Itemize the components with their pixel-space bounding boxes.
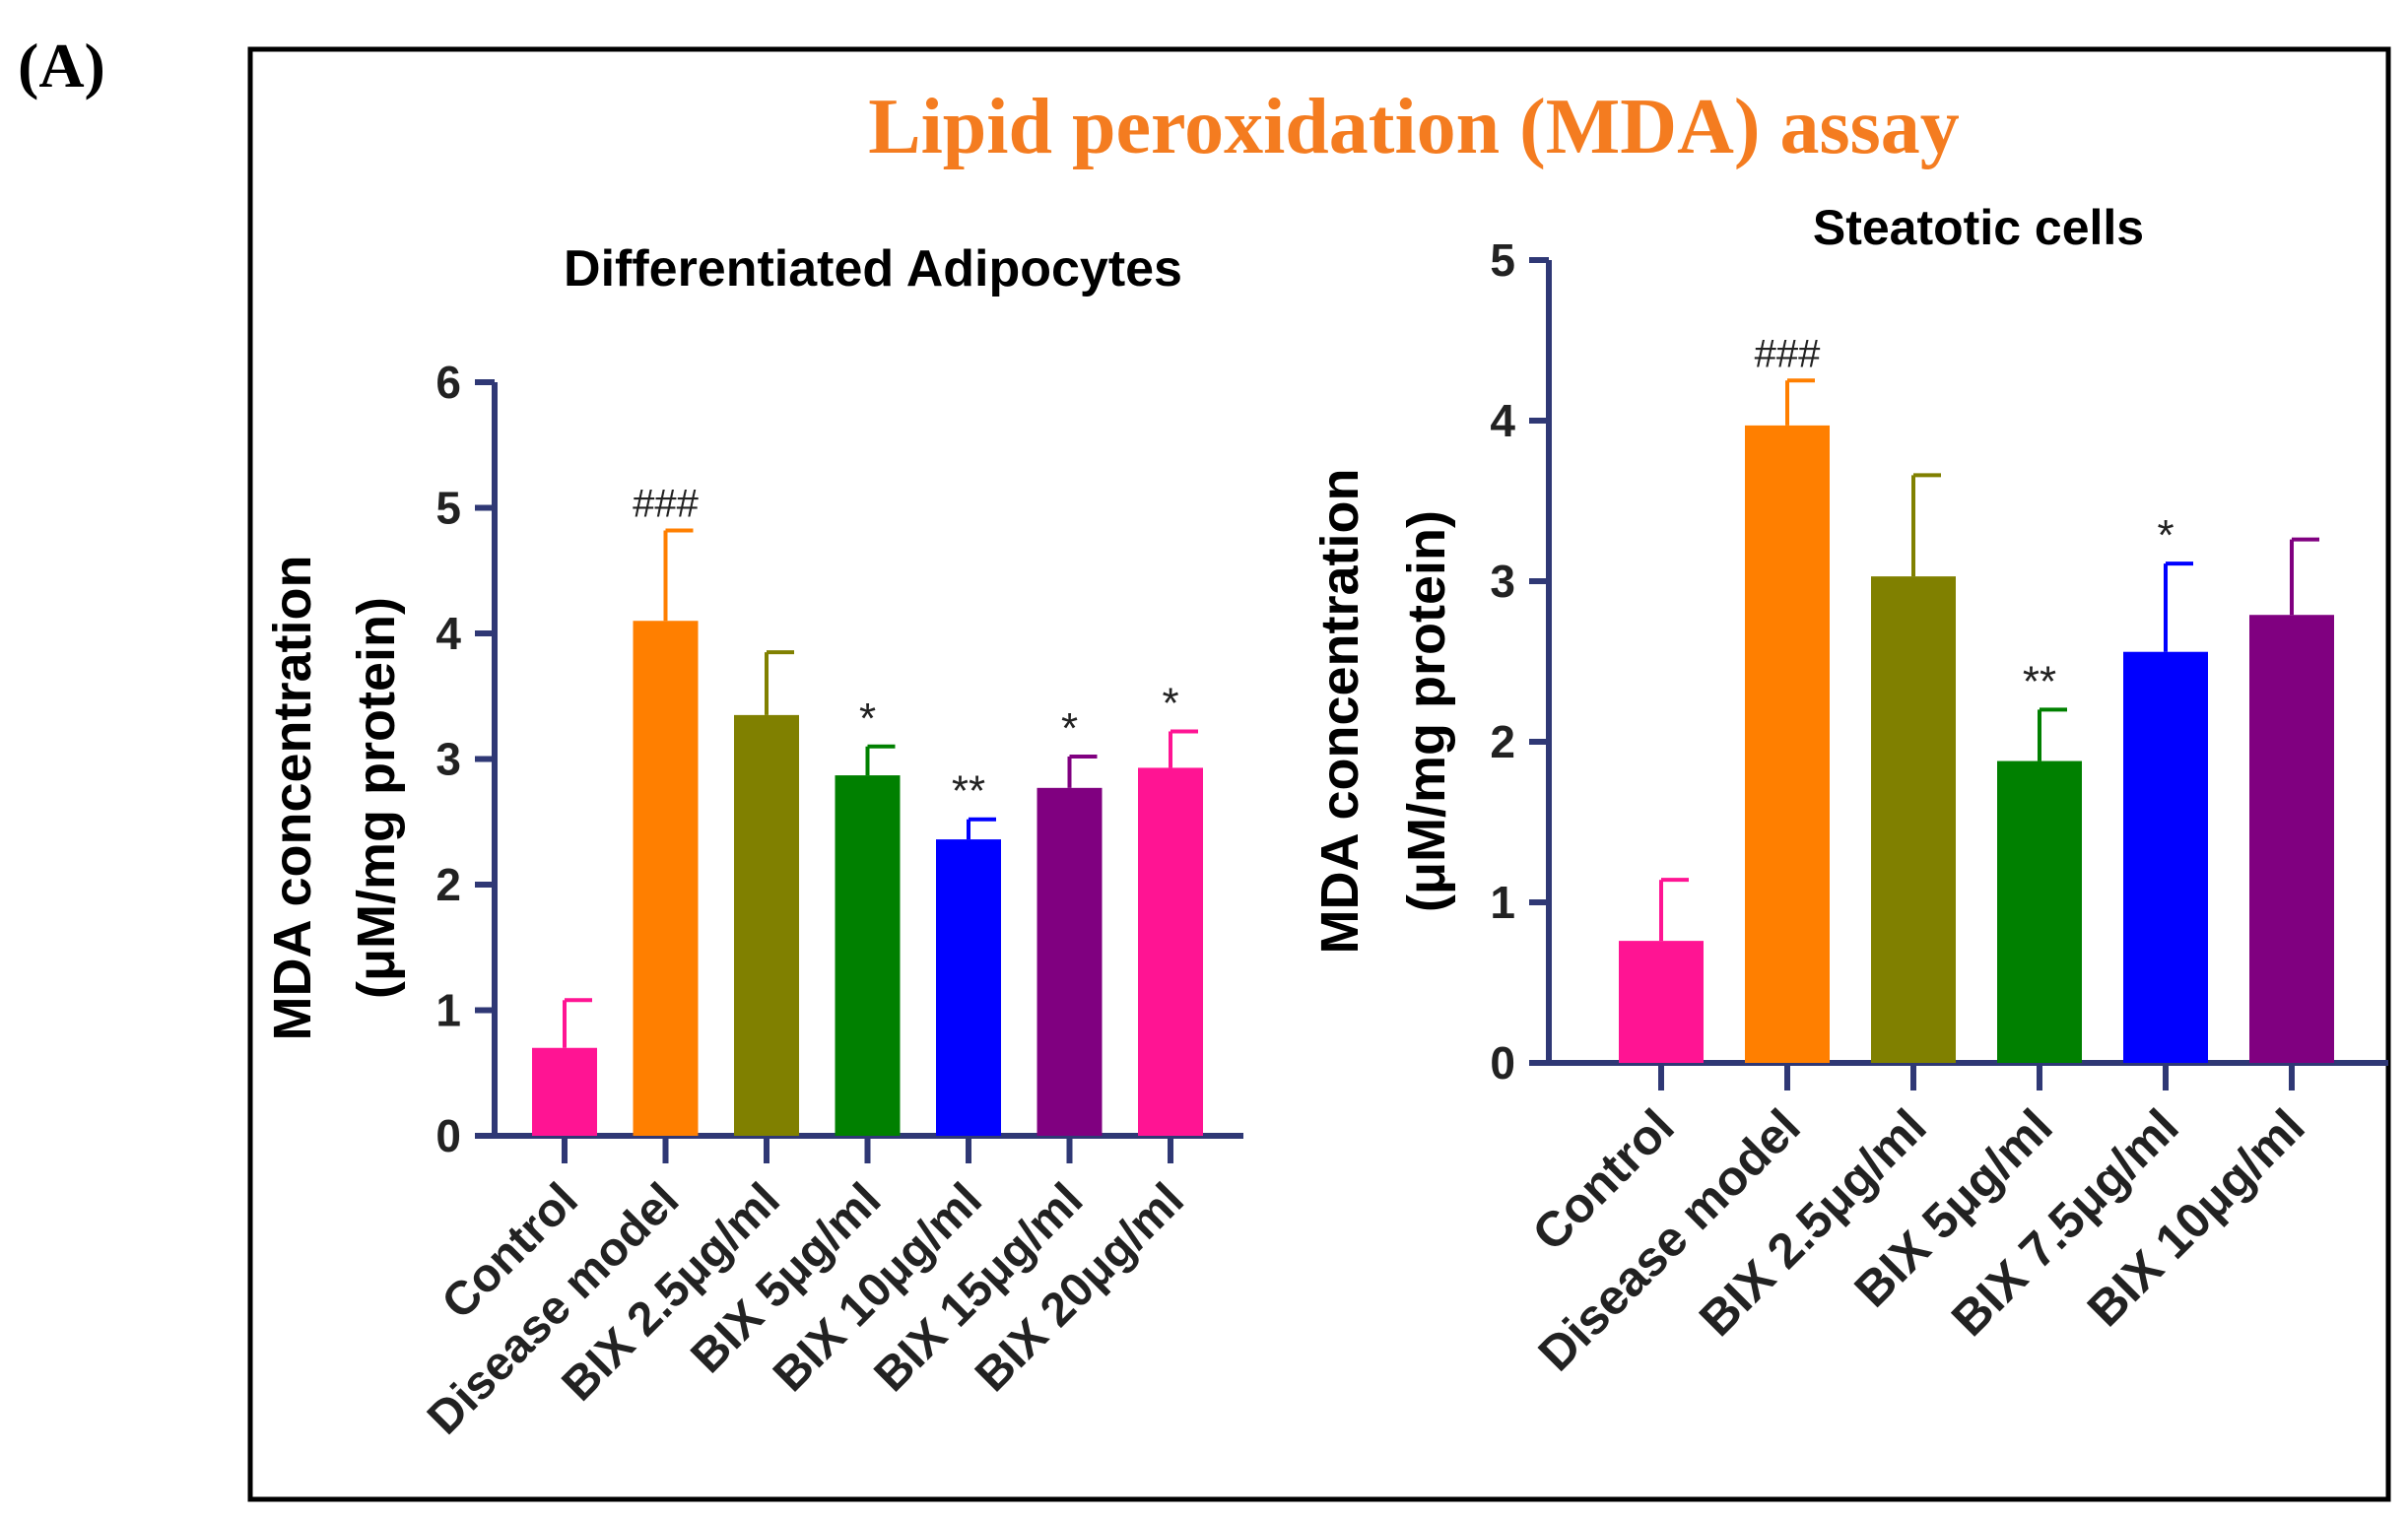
significance-label: * [2157,511,2174,560]
y-axis-unit: (μM/mg protein) [347,597,406,999]
y-tick-label: 4 [435,608,461,659]
bar [2123,651,2208,1063]
y-tick-label: 5 [435,483,461,534]
significance-label: * [859,694,876,743]
y-tick-label: 2 [435,859,461,910]
bar [1619,941,1704,1063]
y-tick-label: 5 [1490,234,1515,286]
bar [633,621,699,1136]
y-tick-label: 1 [1490,877,1515,928]
category-label: BIX 10μg/ml [2077,1098,2315,1337]
significance-label: ** [952,767,985,816]
chart-title: Steatotic cells [1813,200,2144,255]
figure-title: Lipid peroxidation (MDA) assay [868,84,1960,170]
chart-adipocytes: Differentiated Adipocytes MDA concentrat… [263,240,1243,1444]
significance-label: ### [633,482,699,525]
significance-label: ### [1755,332,1821,375]
bar [835,775,901,1136]
y-tick-label: 1 [435,985,461,1036]
bar [2249,615,2334,1063]
bar [1037,787,1103,1136]
y-axis-label: MDA concentration [1310,468,1370,954]
chart-title: Differentiated Adipocytes [564,240,1182,297]
significance-label: * [1162,679,1178,727]
bar [1138,767,1203,1136]
y-tick-label: 2 [1490,716,1515,767]
y-tick-label: 0 [435,1110,461,1161]
y-tick-label: 4 [1490,395,1515,446]
y-axis-label: MDA concentration [263,555,322,1040]
bar [1871,576,1956,1063]
y-tick-label: 6 [435,357,461,408]
significance-label: * [1061,704,1078,753]
y-tick-label: 0 [1490,1037,1515,1089]
y-tick-label: 3 [1490,556,1515,607]
y-axis-unit: (μM/mg protein) [1397,510,1456,912]
bar [532,1047,597,1136]
bar [1745,425,1830,1063]
bar [1997,760,2082,1063]
panel-frame [247,46,2391,1502]
chart-steatotic: Steatotic cells MDA concentration (μM/mg… [1310,200,2388,1381]
bar [936,839,1001,1136]
panel-label: (A) [18,31,105,100]
bar [734,714,799,1136]
y-tick-label: 3 [435,734,461,785]
significance-label: ** [2023,657,2056,705]
